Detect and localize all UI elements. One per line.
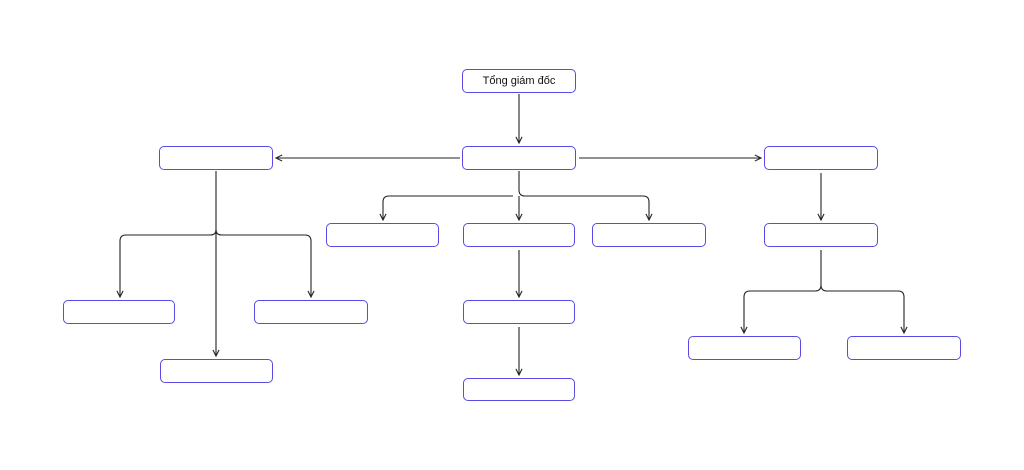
node-center-child-3: [592, 223, 706, 247]
edge-hub-trunk: [518, 171, 649, 220]
node-center-grandchild-1: [463, 300, 575, 324]
edge-left-lr: [215, 229, 311, 297]
node-right: [764, 146, 878, 170]
edge-rm-rr: [820, 284, 904, 333]
node-left-child-2: [160, 359, 273, 383]
edge-left-ll: [120, 229, 217, 297]
edge-rm-trunk: [744, 250, 822, 333]
node-center-grandchild-2: [463, 378, 575, 401]
node-right-grandchild-1: [688, 336, 801, 360]
node-center-child-2: [463, 223, 575, 247]
node-right-child: [764, 223, 878, 247]
node-left-child-1: [63, 300, 175, 324]
node-left: [159, 146, 273, 170]
node-root-label: Tổng giám đốc: [482, 75, 556, 87]
node-left-child-3: [254, 300, 368, 324]
node-hub: [462, 146, 576, 170]
node-right-grandchild-2: [847, 336, 961, 360]
edge-hub-cl: [383, 195, 513, 220]
node-root: Tổng giám đốc: [462, 69, 576, 93]
node-center-child-1: [326, 223, 439, 247]
